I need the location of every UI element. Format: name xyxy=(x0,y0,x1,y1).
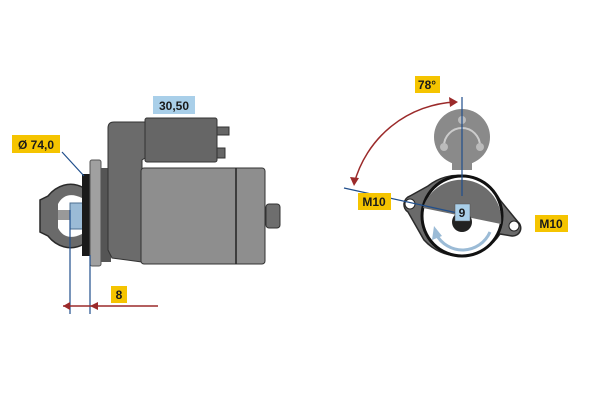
side-view: 30,50 Ø 74,0 8 xyxy=(12,96,281,314)
bolt-hole-left xyxy=(404,198,416,210)
flange-ring xyxy=(82,174,91,256)
solenoid xyxy=(144,117,218,163)
svg-text:30,50: 30,50 xyxy=(159,99,189,113)
svg-text:M10: M10 xyxy=(362,195,386,209)
svg-text:8: 8 xyxy=(116,288,123,302)
axis-line-bolt xyxy=(343,187,463,215)
pinion-teeth-label: 9 xyxy=(454,203,471,222)
angle-arc xyxy=(353,101,457,185)
mounting-flange xyxy=(89,159,102,267)
svg-text:Ø 74,0: Ø 74,0 xyxy=(18,138,54,152)
svg-text:9: 9 xyxy=(459,206,466,220)
svg-text:78°: 78° xyxy=(418,78,436,92)
drive-housing xyxy=(107,121,146,263)
solenoid-terminal xyxy=(216,126,230,136)
rotation-angle-label: 78° xyxy=(415,76,440,93)
front-view: 78° M10 M10 9 xyxy=(343,76,568,258)
terminal-label: 30,50 xyxy=(153,96,195,114)
rotation-direction-arrow xyxy=(434,231,492,252)
pinion-offset-label: 8 xyxy=(111,286,127,303)
pinion-gear xyxy=(69,202,85,230)
motor-body xyxy=(140,167,266,265)
bolt-hole-right xyxy=(508,220,520,232)
flange-diameter-label: Ø 74,0 xyxy=(12,135,60,153)
bolt-left-label: M10 xyxy=(358,193,391,210)
svg-text:M10: M10 xyxy=(539,217,563,231)
diameter-leader-line xyxy=(61,151,85,177)
shaft-end xyxy=(265,203,281,229)
bolt-right-label: M10 xyxy=(535,215,568,232)
